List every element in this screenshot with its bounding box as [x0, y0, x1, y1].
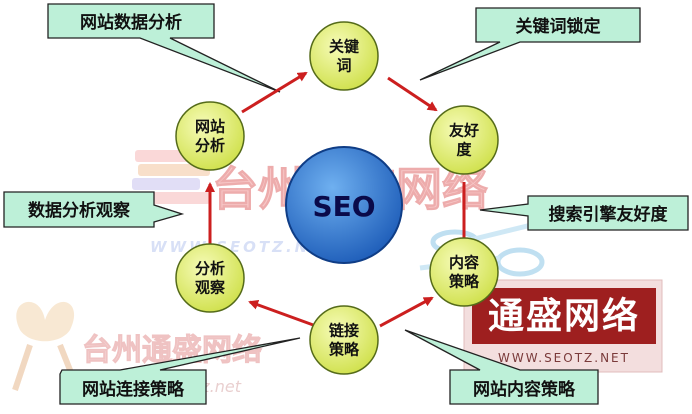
node-site-analysis-label-line: 网站 [195, 118, 225, 136]
node-link-strategy-label-line: 策略 [328, 341, 360, 359]
node-analysis-observation: 分析观察 [175, 243, 245, 313]
node-content-strategy-circle [429, 237, 499, 307]
arrow-link-to-analysis [248, 300, 317, 328]
callout-keyword-locking: 关键词锁定 [419, 7, 641, 81]
callout-site-content-strategy: 网站内容策略 [404, 329, 599, 405]
node-site-analysis-label-line: 分析 [195, 137, 225, 155]
callout-data-analysis-observation: 数据分析观察 [3, 191, 185, 228]
brand-logo-url: WWW.SEOTZ.NET [498, 351, 630, 365]
arrow-link-to-content [379, 296, 434, 328]
brand-logo-cn: 通盛网络 [488, 295, 640, 337]
node-analysis-observation-circle [175, 243, 245, 313]
node-analysis-observation-label-line: 分析 [195, 260, 225, 278]
callout-site-content-strategy-label: 网站内容策略 [473, 379, 576, 400]
watermark-bottom-url: tz.net [195, 377, 242, 396]
node-friendliness-label-line: 度 [456, 141, 472, 159]
arrow-site-analysis-to-keywords [241, 71, 308, 114]
node-friendliness: 友好度 [429, 105, 499, 175]
node-analysis-observation-label-line: 观察 [195, 279, 226, 297]
cycle-arrows [205, 71, 469, 328]
callout-site-data-analysis-label: 网站数据分析 [80, 12, 182, 33]
node-keywords-circle [309, 21, 379, 91]
node-site-analysis-circle [175, 101, 245, 171]
callout-data-analysis-observation-label: 数据分析观察 [28, 200, 131, 221]
center-seo-label: SEO [312, 190, 375, 223]
node-content-strategy: 内容策略 [429, 237, 499, 307]
callout-site-link-strategy: 网站连接策略 [59, 337, 301, 405]
node-content-strategy-label-line: 策略 [448, 273, 480, 291]
bow-ribbon-icon [12, 301, 83, 397]
arrow-keywords-to-friendliness [387, 76, 438, 112]
callouts: 网站数据分析 关键词锁定 数据分析观察 搜索引擎友好度 网站连接策略 网站内容策… [3, 3, 689, 405]
callout-search-engine-friendliness: 搜索引擎友好度 [479, 195, 689, 231]
node-friendliness-circle [429, 105, 499, 175]
node-link-strategy-label-line: 链接 [329, 322, 359, 340]
center-seo-node: SEO [285, 146, 403, 264]
node-friendliness-label-line: 友好 [449, 122, 479, 140]
node-keywords-label-line: 词 [336, 57, 351, 75]
node-content-strategy-label-line: 内容 [449, 254, 479, 272]
node-link-strategy-circle [309, 305, 379, 375]
node-keywords: 关键词 [309, 21, 379, 91]
callout-site-data-analysis: 网站数据分析 [47, 3, 281, 93]
brand-logo: 通盛网络 WWW.SEOTZ.NET [463, 279, 663, 373]
callout-search-engine-friendliness-label: 搜索引擎友好度 [549, 204, 669, 225]
node-keywords-label-line: 关键 [329, 38, 359, 56]
callout-keyword-locking-label: 关键词锁定 [516, 16, 601, 37]
callout-site-link-strategy-label: 网站连接策略 [82, 379, 185, 400]
